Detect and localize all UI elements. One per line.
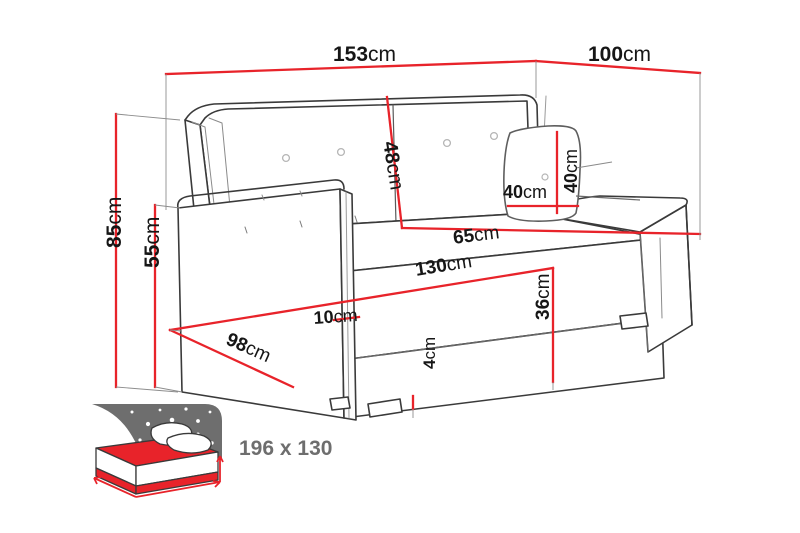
front-right-leg (619, 312, 649, 330)
pillow-front (166, 432, 212, 454)
seat-base-seam (341, 317, 663, 361)
dimline-100 (534, 59, 702, 75)
tuft-button-2 (336, 147, 346, 157)
tuft-seam-2 (299, 220, 303, 228)
side-leg (329, 396, 351, 411)
mattress-base-front (135, 471, 219, 495)
dimline-98 (168, 328, 295, 389)
ext-line-55-bottom (154, 386, 183, 393)
left-armrest-inner-edge (339, 188, 357, 421)
mattress-arrow-left (93, 477, 137, 498)
dimline-10 (332, 315, 361, 322)
dimension-label-total-depth: 100cm (588, 44, 651, 65)
dimline-130 (168, 266, 555, 332)
extension-lines (115, 61, 701, 418)
left-armrest-inner-crease (345, 191, 350, 419)
mattress-arrowhead-right (216, 455, 224, 463)
tuft-seam-3 (354, 215, 358, 223)
pillows-group (150, 422, 212, 454)
right-armrest-inner-crease (639, 231, 649, 353)
tuft-button-4 (489, 131, 499, 141)
ext-line-85-top (115, 113, 181, 121)
sleeping-area-label: 196 x 130 (239, 437, 333, 460)
decorative-pillow (503, 125, 582, 222)
dimension-unit: cm (623, 43, 652, 66)
backrest-outer-top-edge (184, 94, 541, 216)
mattress-arrowhead-left (93, 476, 102, 485)
backrest-left-fold (191, 121, 218, 231)
ext-line-98-start (169, 329, 183, 332)
tuft-button-3 (442, 138, 452, 148)
dimension-value: 40 (503, 182, 524, 202)
tuft-seam-1 (244, 226, 248, 234)
dimline-65 (400, 226, 702, 236)
dimline-48 (385, 95, 404, 230)
dimension-unit: cm (368, 43, 397, 66)
left-armrest-top-roll (176, 179, 345, 209)
pillow-body (503, 125, 582, 222)
right-armrest-back-edge (685, 204, 693, 326)
mattress-arrowhead-front (212, 480, 221, 488)
dimline-153 (164, 59, 538, 76)
pillow-armrest-contact (575, 195, 641, 201)
pillow-back-contact (575, 161, 613, 169)
backrest-left-fold-2 (208, 117, 233, 229)
dimension-value: 153 (333, 43, 369, 66)
dimension-label-total-width: 153cm (333, 44, 396, 65)
mattress-group (95, 436, 219, 495)
mattress-dimension-arrows (93, 455, 224, 498)
pillow-button-icon (541, 173, 549, 181)
mattress-arrow-front (135, 481, 221, 498)
tuft-button-1 (281, 153, 291, 163)
ext-line-55-top (154, 204, 181, 209)
ext-line-85-bottom (115, 386, 179, 393)
armrest-seam-1 (261, 194, 265, 201)
dimension-unit: cm (523, 182, 548, 202)
dimension-value: 100 (588, 43, 624, 66)
dimension-label-pillow-width: 40cm (503, 183, 547, 201)
right-seat-edge (659, 237, 663, 319)
front-left-leg (367, 398, 403, 418)
armrest-seam-2 (299, 190, 303, 197)
backrest-buttons (281, 131, 499, 163)
